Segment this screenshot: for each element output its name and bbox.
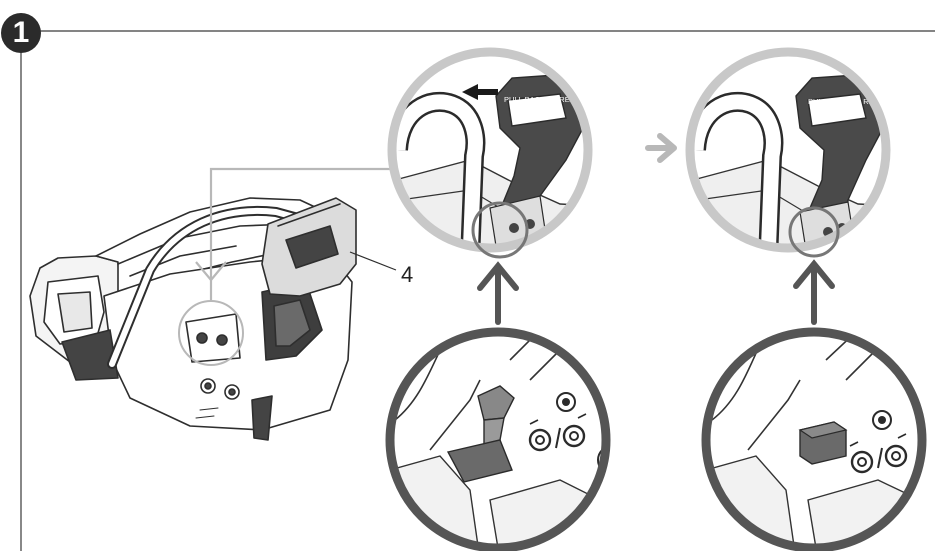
detail-circle-before xyxy=(385,327,611,553)
callout-number: 4 xyxy=(401,262,414,287)
connector-left xyxy=(477,261,519,325)
zoom-circle-before: PULL BACK TO RESET xyxy=(387,47,593,259)
zoom-circle-after: PULL BACK TO RESET xyxy=(685,47,891,258)
pull-back-label: PULL BACK TO RESET xyxy=(504,95,585,104)
leader-arrow xyxy=(195,261,227,282)
pull-back-label-after: PULL BACK TO RESET xyxy=(808,97,889,106)
callout-leader xyxy=(349,251,397,271)
leader-line xyxy=(209,167,392,300)
step-number-badge: 1 xyxy=(1,13,41,53)
detail-circle-after xyxy=(701,327,927,553)
transition-arrow-icon xyxy=(645,133,677,163)
chainsaw-overview xyxy=(29,197,357,441)
detail-marker-circle xyxy=(178,300,244,366)
pull-direction-arrow-icon xyxy=(462,84,498,100)
connector-right xyxy=(793,259,835,325)
